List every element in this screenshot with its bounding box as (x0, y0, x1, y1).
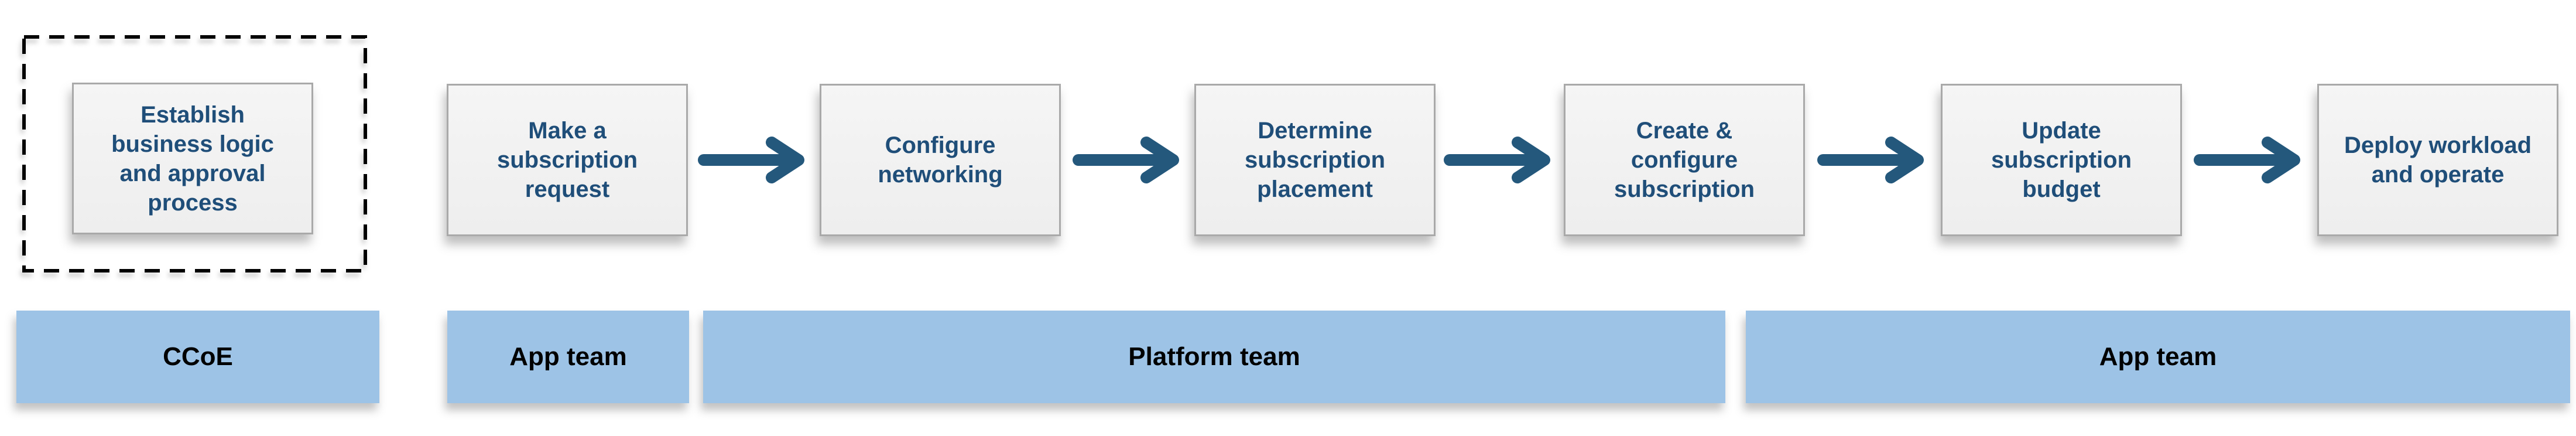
flow-arrow-determine-subscription-placement-to-create-configure-subscription (1444, 125, 1555, 195)
step-determine-subscription-placement: Determine subscription placement (1194, 84, 1436, 236)
step-label: Create & configure subscription (1614, 118, 1755, 202)
step-deploy-workload-and-operate: Deploy workload and operate (2317, 84, 2558, 236)
step-make-a-subscription-request: Make a subscription request (447, 84, 688, 236)
lane-platform-team: Platform team (703, 311, 1725, 403)
lane-ccoe: CCoE (16, 311, 379, 403)
step-create-configure-subscription: Create & configure subscription (1564, 84, 1805, 236)
step-establish-business-logic-and-approval-process: Establish business logic and approval pr… (72, 83, 313, 234)
flow-arrow-create-configure-subscription-to-update-subscription-budget (1817, 125, 1928, 195)
flow-arrow-configure-networking-to-determine-subscription-placement (1073, 125, 1184, 195)
lane-app-team-2: App team (1746, 311, 2570, 403)
right-arrow-icon (1073, 137, 1179, 183)
step-label: Deploy workload and operate (2344, 132, 2532, 188)
right-arrow-icon (1817, 137, 1924, 183)
lane-label: App team (2099, 342, 2217, 371)
step-label: Determine subscription placement (1244, 118, 1386, 202)
step-update-subscription-budget: Update subscription budget (1941, 84, 2182, 236)
lane-app-team: App team (447, 311, 689, 403)
step-label: Update subscription budget (1991, 118, 2132, 202)
flow-arrow-make-a-subscription-request-to-configure-networking (698, 125, 809, 195)
step-configure-networking: Configure networking (820, 84, 1061, 236)
lane-label: CCoE (163, 342, 233, 371)
flow-arrow-update-subscription-budget-to-deploy-workload-and-operate (2194, 125, 2305, 195)
dashed-border-icon (22, 35, 367, 272)
step-label: Establish business logic and approval pr… (111, 101, 274, 216)
right-arrow-icon (2194, 137, 2300, 183)
right-arrow-icon (1444, 137, 1550, 183)
right-arrow-icon (698, 137, 804, 183)
ccoe-dashed-container (22, 35, 367, 272)
lane-label: Platform team (1128, 342, 1300, 371)
step-label: Make a subscription request (496, 118, 638, 202)
step-label: Configure networking (878, 132, 1003, 188)
lane-label: App team (509, 342, 627, 371)
